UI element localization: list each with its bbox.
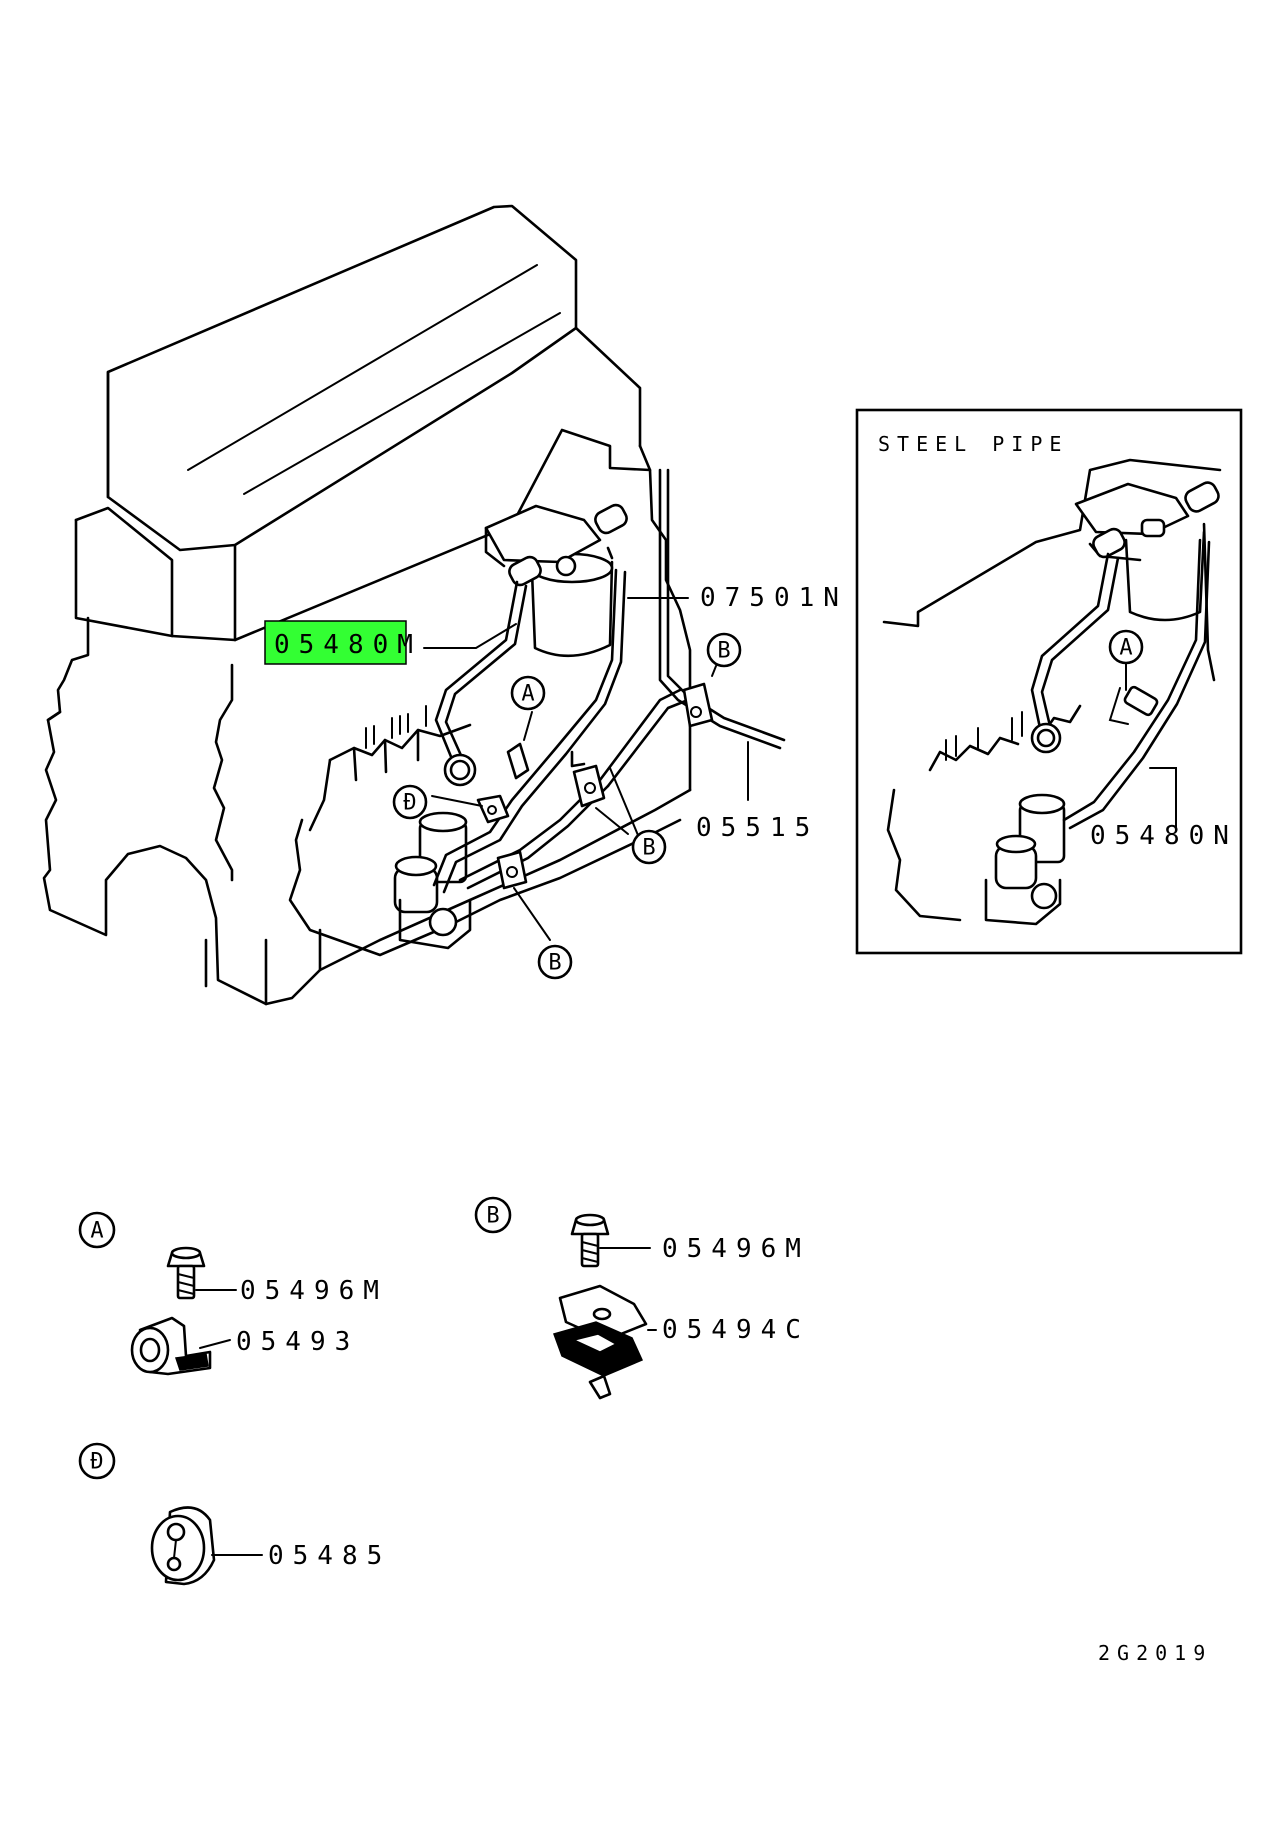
- clamp-details-main: [476, 682, 714, 890]
- svg-text:A: A: [90, 1219, 103, 1244]
- bolt-icon: [166, 1246, 206, 1300]
- detail-a-marker: A: [78, 1211, 116, 1249]
- marker-a-inset: A: [1108, 629, 1144, 665]
- marker-b-top: B: [706, 632, 742, 668]
- detail-a-clamp-label[interactable]: 05493: [236, 1327, 359, 1357]
- callout-highlighted-label: 05480M: [274, 630, 422, 660]
- callout-highlight-box: [264, 620, 407, 665]
- marker-a-main: A: [510, 675, 546, 711]
- fuel-pipes-drawing: [432, 468, 786, 894]
- bolt-icon: [570, 1213, 610, 1268]
- svg-text:A: A: [521, 682, 534, 707]
- detail-a: A 05496M 05493: [78, 1211, 388, 1376]
- svg-text:B: B: [717, 639, 730, 664]
- callout-05480m[interactable]: 05480M: [264, 620, 422, 665]
- marker-d-main: Đ: [392, 784, 428, 820]
- clamp-05485-icon: [150, 1506, 216, 1586]
- svg-text:A: A: [1119, 636, 1132, 661]
- callout-return-pipe-label[interactable]: 05515: [696, 813, 819, 843]
- detail-b: B 05496M 05494C: [474, 1196, 810, 1400]
- detail-d-marker: Đ: [78, 1442, 116, 1480]
- detail-b-bolt-label[interactable]: 05496M: [662, 1234, 810, 1264]
- detail-d-clamp-label[interactable]: 05485: [268, 1541, 391, 1571]
- inset-frame: [855, 408, 1243, 955]
- marker-b-mid: B: [631, 829, 667, 865]
- clamp-05493-icon: [130, 1316, 212, 1376]
- detail-a-bolt-label[interactable]: 05496M: [240, 1276, 388, 1306]
- svg-text:B: B: [486, 1204, 499, 1229]
- svg-text:B: B: [548, 951, 561, 976]
- callout-filter-label[interactable]: 07501N: [700, 583, 848, 613]
- marker-b-low: B: [537, 944, 573, 980]
- callout-inset-pipe-label[interactable]: 05480N: [1090, 821, 1238, 851]
- clamp-05494c-icon: [553, 1284, 648, 1400]
- detail-b-marker: B: [474, 1196, 512, 1234]
- detail-d: Đ 05485: [78, 1442, 391, 1586]
- inset-title: STEEL PIPE: [878, 432, 1068, 456]
- inset-steel-pipe: STEEL PIPE: [855, 408, 1243, 955]
- svg-text:Đ: Đ: [90, 1450, 103, 1475]
- fuel-filter-drawing: [484, 503, 628, 658]
- detail-b-clamp-label[interactable]: 05494C: [662, 1315, 810, 1345]
- figure-code: 2G2019: [1098, 1641, 1212, 1665]
- svg-text:Đ: Đ: [403, 791, 416, 816]
- injection-pump-drawing: [288, 705, 682, 957]
- leader-lines-main: [423, 597, 749, 941]
- svg-text:B: B: [642, 836, 655, 861]
- engine-block-drawing: [42, 204, 692, 1006]
